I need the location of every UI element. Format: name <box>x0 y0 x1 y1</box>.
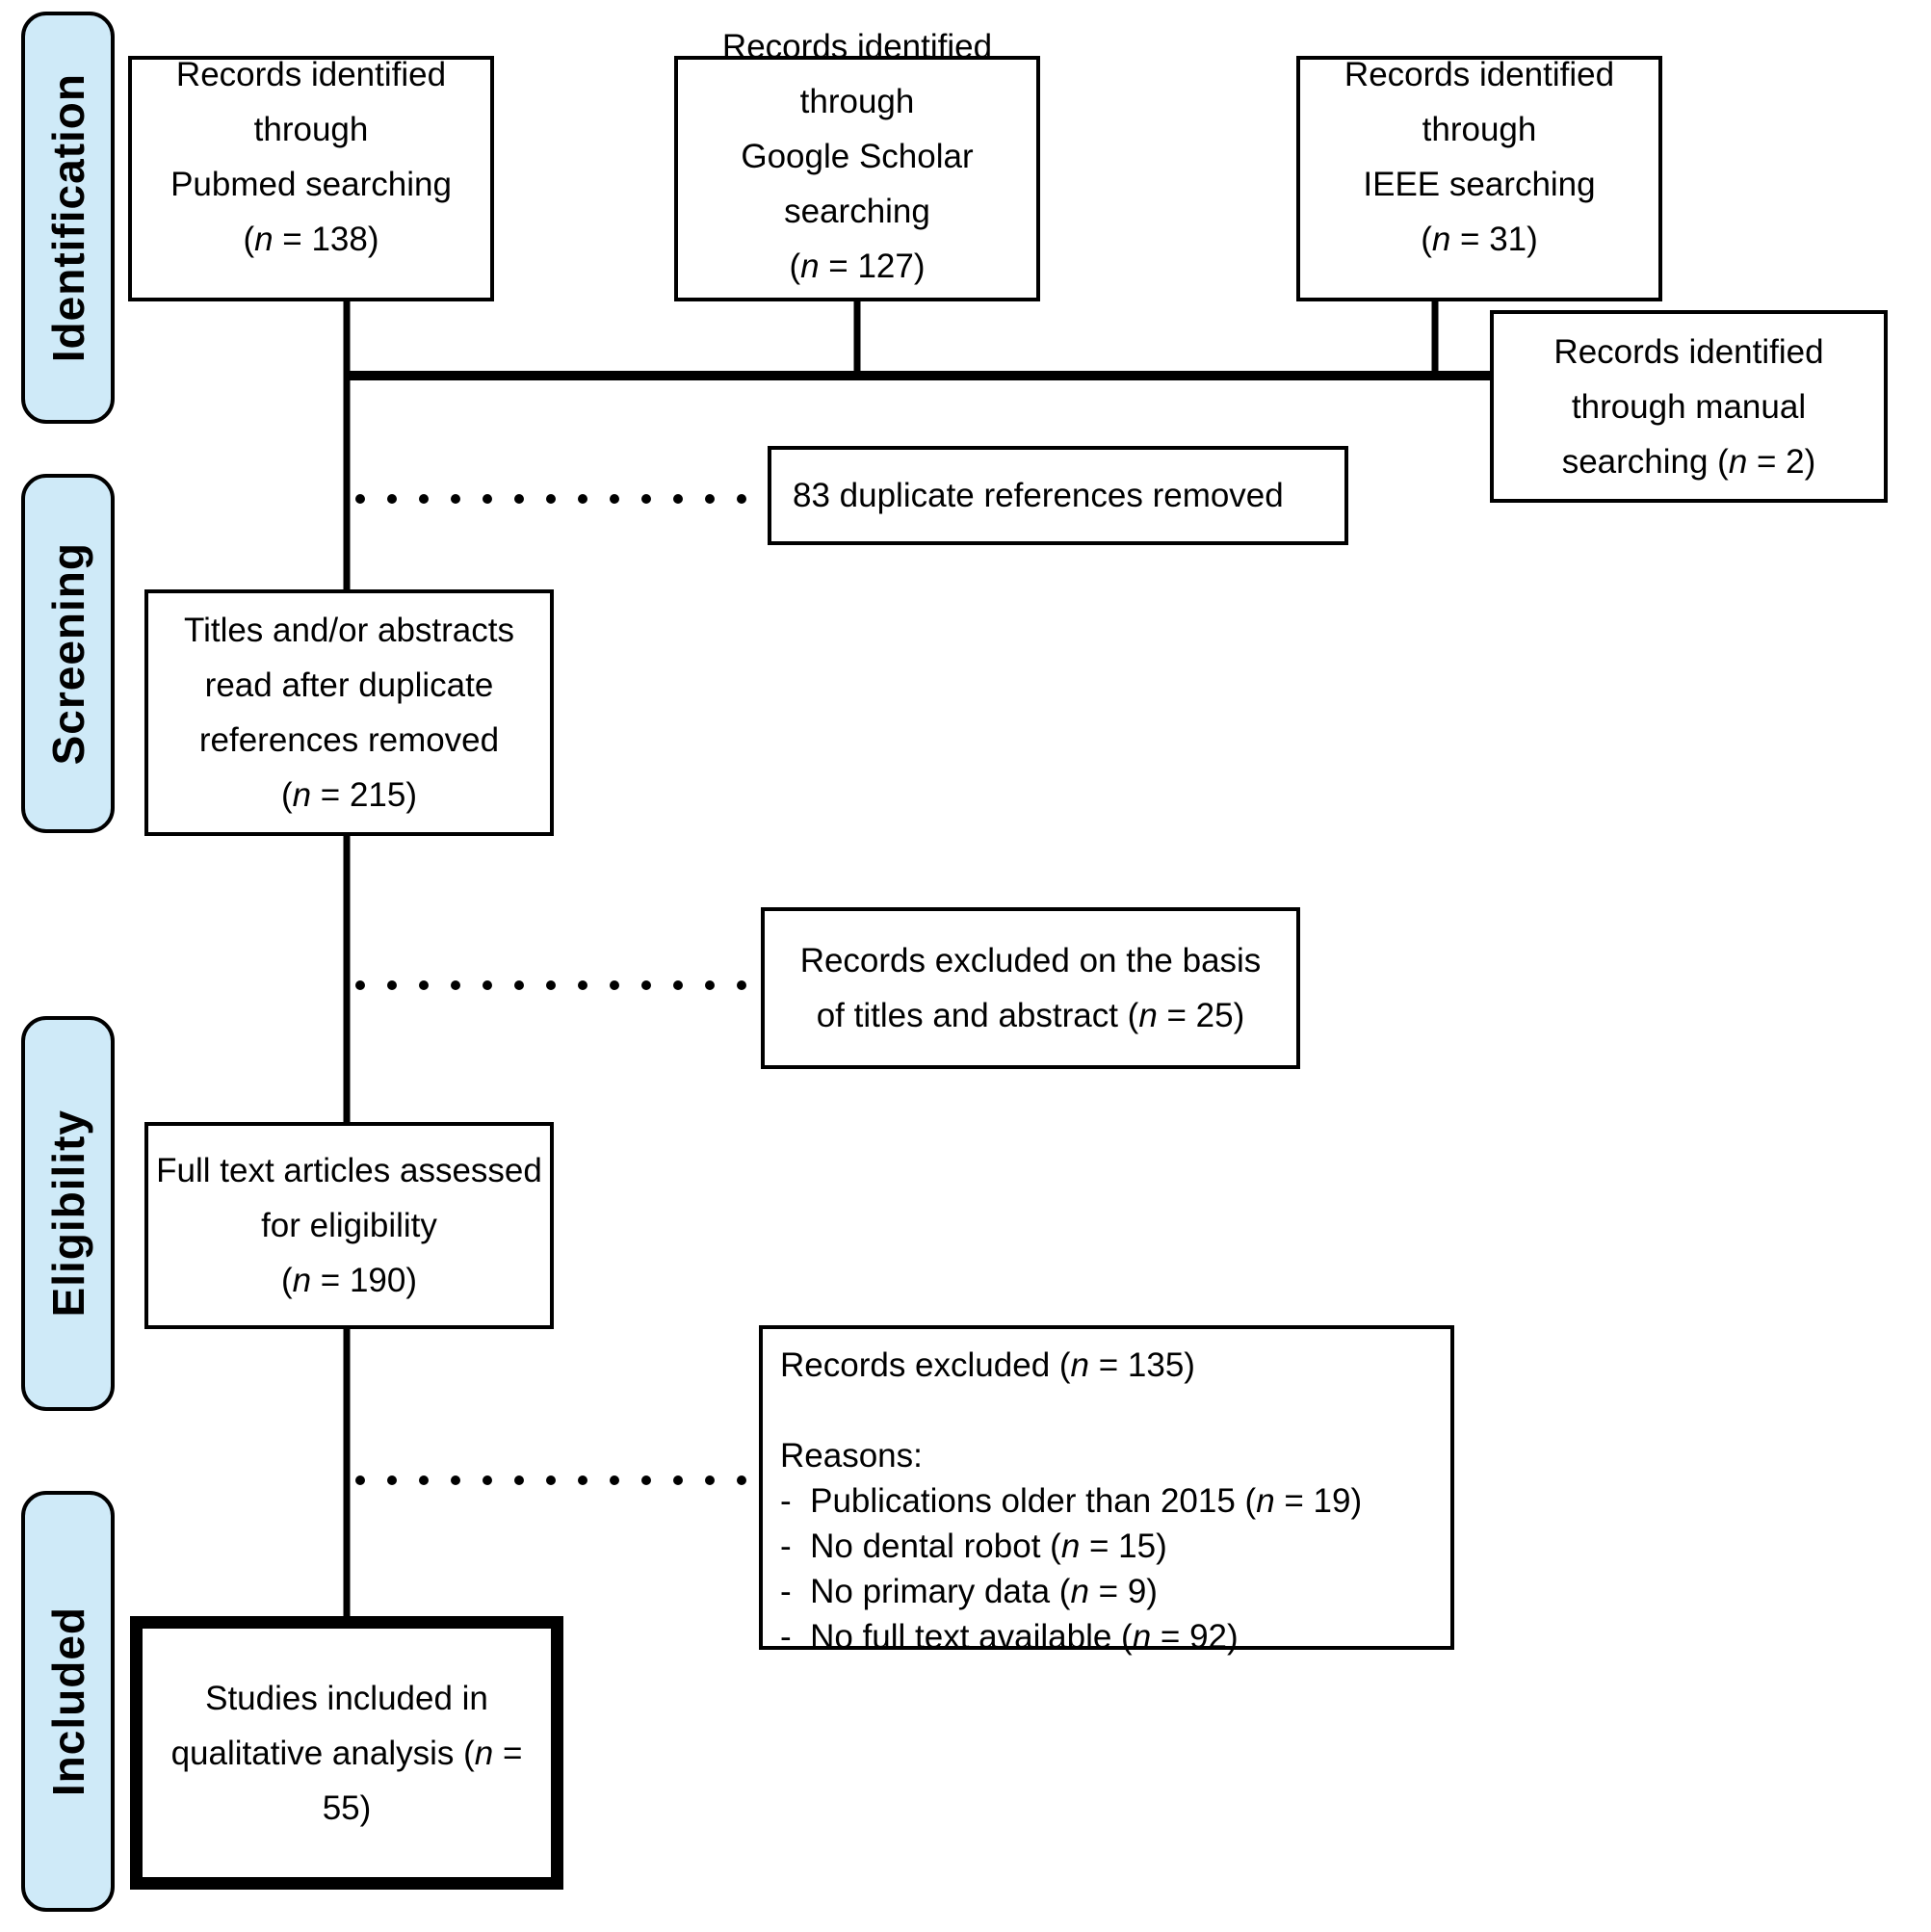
box-records-ieee: Records identified through IEEE searchin… <box>1296 56 1662 301</box>
box-full-text: Full text articles assessed for eligibil… <box>144 1122 554 1329</box>
box-records-ieee-text: Records identified through IEEE searchin… <box>1344 55 1615 258</box>
stage-eligibility-label: Eligibility <box>42 1110 93 1318</box>
box-excluded-titles-text: Records excluded on the basis of titles … <box>799 942 1262 1034</box>
stage-screening: Screening <box>21 474 115 833</box>
box-records-google-scholar-text: Records identified through Google Schola… <box>721 28 993 285</box>
box-included-studies-text: Studies included in qualitative analysis… <box>170 1679 533 1827</box>
stage-identification-label: Identification <box>42 72 93 363</box>
stage-identification: Identification <box>21 12 115 424</box>
box-titles-abstracts: Titles and/or abstracts read after dupli… <box>144 589 554 836</box>
stage-eligibility: Eligibility <box>21 1016 115 1411</box>
box-duplicates-removed: 83 duplicate references removed <box>768 446 1348 545</box>
box-records-pubmed-text: Records identified through Pubmed search… <box>170 55 452 258</box>
box-titles-abstracts-text: Titles and/or abstracts read after dupli… <box>183 612 514 814</box>
box-records-pubmed: Records identified through Pubmed search… <box>128 56 494 301</box>
box-duplicates-removed-text: 83 duplicate references removed <box>793 477 1284 514</box>
box-records-google-scholar: Records identified through Google Schola… <box>674 28 1040 301</box>
box-records-manual-text: Records identified through manual search… <box>1553 332 1824 481</box>
box-full-text-text: Full text articles assessed for eligibil… <box>156 1152 542 1299</box>
box-excluded-full-text: Records excluded (n = 135) Reasons: - Pu… <box>759 1325 1454 1656</box>
stage-included: Included <box>21 1491 115 1912</box>
box-excluded-titles: Records excluded on the basis of titles … <box>761 907 1300 1069</box>
stage-screening-label: Screening <box>42 541 93 766</box>
box-records-manual: Records identified through manual search… <box>1490 310 1888 503</box>
box-excluded-full-text-text: Records excluded (n = 135) Reasons: - Pu… <box>780 1346 1363 1656</box>
stage-included-label: Included <box>42 1606 93 1797</box>
box-included-studies: Studies included in qualitative analysis… <box>130 1616 563 1890</box>
